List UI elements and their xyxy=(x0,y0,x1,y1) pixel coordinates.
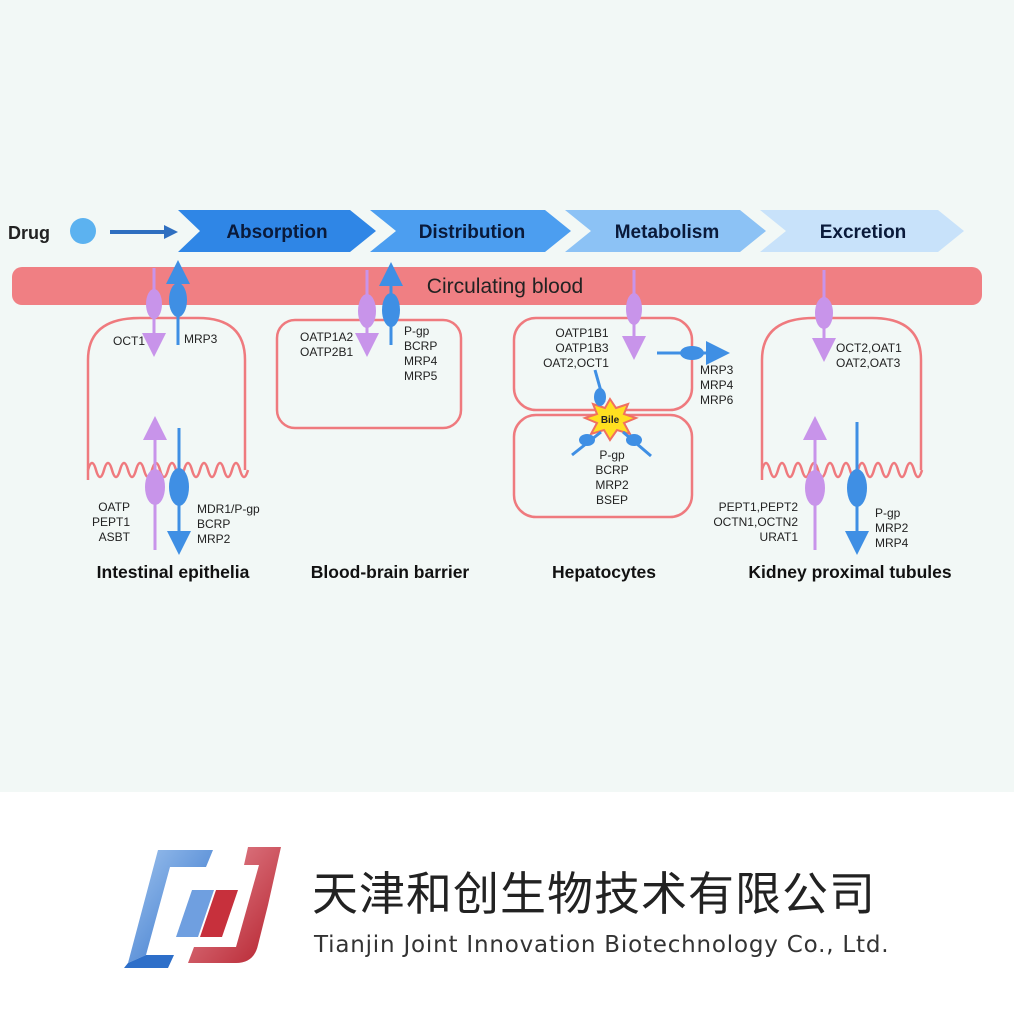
oct1-transporter-icon xyxy=(146,289,162,319)
bile-efflux-transporter-left-icon xyxy=(579,434,595,446)
bbb-uptake-transporter-icon xyxy=(358,294,376,328)
bbb-left-label-1: OATP1A2 xyxy=(300,330,353,344)
kidney-apical-uptake-icon xyxy=(805,470,825,506)
hepatocyte-uptake-transporter-icon xyxy=(626,293,642,325)
hepatocyte-side-label-1: MRP3 xyxy=(700,363,734,377)
bile-efflux-transporter-upper-icon xyxy=(594,388,606,406)
kidney-uptake-transporter-icon xyxy=(815,297,833,329)
drug-molecule-icon xyxy=(70,218,96,244)
intestine-bottom-right-label-3: MRP2 xyxy=(197,532,231,546)
kidney-microvilli-border xyxy=(760,461,924,479)
hepatocyte-lower-label-4: BSEP xyxy=(596,493,628,507)
mrp3-transporter-icon xyxy=(169,283,187,317)
bile-burst-icon xyxy=(582,397,639,442)
intestine-bottom-left-label-3: ASBT xyxy=(99,530,131,544)
kidney-cell: OCT2,OAT1 OAT2,OAT3 PEPT1,PEPT2 OCTN1,OC… xyxy=(713,270,952,582)
kidney-top-label-1: OCT2,OAT1 xyxy=(836,341,902,355)
bbb-right-label-2: BCRP xyxy=(404,339,437,353)
drug-arrow-icon xyxy=(164,225,178,239)
stage-excretion: Excretion xyxy=(820,222,907,243)
hepatocyte-side-label-3: MRP6 xyxy=(700,393,734,407)
company-logo-icon xyxy=(124,847,281,968)
hepatocyte-side-label-2: MRP4 xyxy=(700,378,734,392)
bbb-efflux-transporter-icon xyxy=(382,293,400,327)
hepatocyte-upper-label-2: OATP1B3 xyxy=(555,341,608,355)
intestine-cell: OCT1 MRP3 OATP PEPT1 ASBT MDR1/P-gp BCRP… xyxy=(86,260,260,582)
stage-distribution: Distribution xyxy=(419,222,526,243)
bbb-right-label-4: MRP5 xyxy=(404,369,438,383)
hepatocyte-caption: Hepatocytes xyxy=(552,562,656,582)
kidney-apical-efflux-icon xyxy=(847,469,867,507)
hepatocyte-upper-label-1: OATP1B1 xyxy=(555,326,608,340)
kidney-top-label-2: OAT2,OAT3 xyxy=(836,356,901,370)
hepatocyte-side-efflux-icon xyxy=(680,346,704,360)
intestine-caption: Intestinal epithelia xyxy=(97,562,250,582)
intestine-bottom-left-label-1: OATP xyxy=(98,500,130,514)
figure-background xyxy=(0,0,1014,792)
bile-label: Bile xyxy=(601,415,620,426)
transporter-diagram: Drug Absorption Distribution Metabolism … xyxy=(8,210,982,582)
uptake-transporter-icon xyxy=(145,469,165,505)
company-banner xyxy=(0,792,1014,1013)
stage-metabolism: Metabolism xyxy=(615,222,720,243)
intestine-bottom-right-label-1: MDR1/P-gp xyxy=(197,502,260,516)
kidney-caption: Kidney proximal tubules xyxy=(748,562,951,582)
stage-chevron-absorption xyxy=(178,210,376,252)
hepatocyte-lower-label-2: BCRP xyxy=(595,463,628,477)
hepatocyte-lower-label-3: MRP2 xyxy=(595,478,629,492)
kidney-bottom-left-label-3: URAT1 xyxy=(760,530,799,544)
stage-chevron-metabolism xyxy=(565,210,766,252)
intestine-bottom-right-label-2: BCRP xyxy=(197,517,230,531)
company-name-english: Tianjin Joint Innovation Biotechnology C… xyxy=(314,932,890,958)
hepatocyte-upper-label-3: OAT2,OCT1 xyxy=(543,356,609,370)
bile-efflux-transporter-right-icon xyxy=(626,434,642,446)
bbb-caption: Blood-brain barrier xyxy=(311,562,470,582)
circulating-blood-bar xyxy=(12,267,982,305)
blood-label: Circulating blood xyxy=(427,275,583,298)
microvilli-border xyxy=(86,461,250,479)
stage-chevron-distribution xyxy=(370,210,571,252)
intestine-top-right-label: MRP3 xyxy=(184,332,218,346)
kidney-bottom-left-label-2: OCTN1,OCTN2 xyxy=(713,515,798,529)
kidney-cell-outline xyxy=(760,316,923,480)
hepatocyte-lower-label-1: P-gp xyxy=(599,448,625,462)
bbb-right-label-3: MRP4 xyxy=(404,354,438,368)
stage-absorption: Absorption xyxy=(226,222,327,243)
efflux-transporter-icon xyxy=(169,468,189,506)
bbb-right-label-1: P-gp xyxy=(404,324,430,338)
kidney-bottom-right-label-2: MRP2 xyxy=(875,521,909,535)
bbb-cell: OATP1A2 OATP2B1 P-gp BCRP MRP4 MRP5 Bloo… xyxy=(275,262,470,582)
kidney-bottom-right-label-1: P-gp xyxy=(875,506,901,520)
drug-label: Drug xyxy=(8,223,50,243)
kidney-bottom-left-label-1: PEPT1,PEPT2 xyxy=(719,500,799,514)
bbb-left-label-2: OATP2B1 xyxy=(300,345,353,359)
kidney-bottom-right-label-3: MRP4 xyxy=(875,536,909,550)
stage-chevrons: Absorption Distribution Metabolism Excre… xyxy=(178,210,964,252)
stage-chevron-excretion xyxy=(760,210,964,252)
hepatocyte-cells: OATP1B1 OATP1B3 OAT2,OCT1 MRP3 MRP4 MRP6… xyxy=(512,270,734,582)
intestine-bottom-left-label-2: PEPT1 xyxy=(92,515,130,529)
intestine-cell-outline xyxy=(86,316,247,480)
company-name-chinese: 天津和创生物技术有限公司 xyxy=(312,867,876,921)
intestine-top-left-label: OCT1 xyxy=(113,334,145,348)
